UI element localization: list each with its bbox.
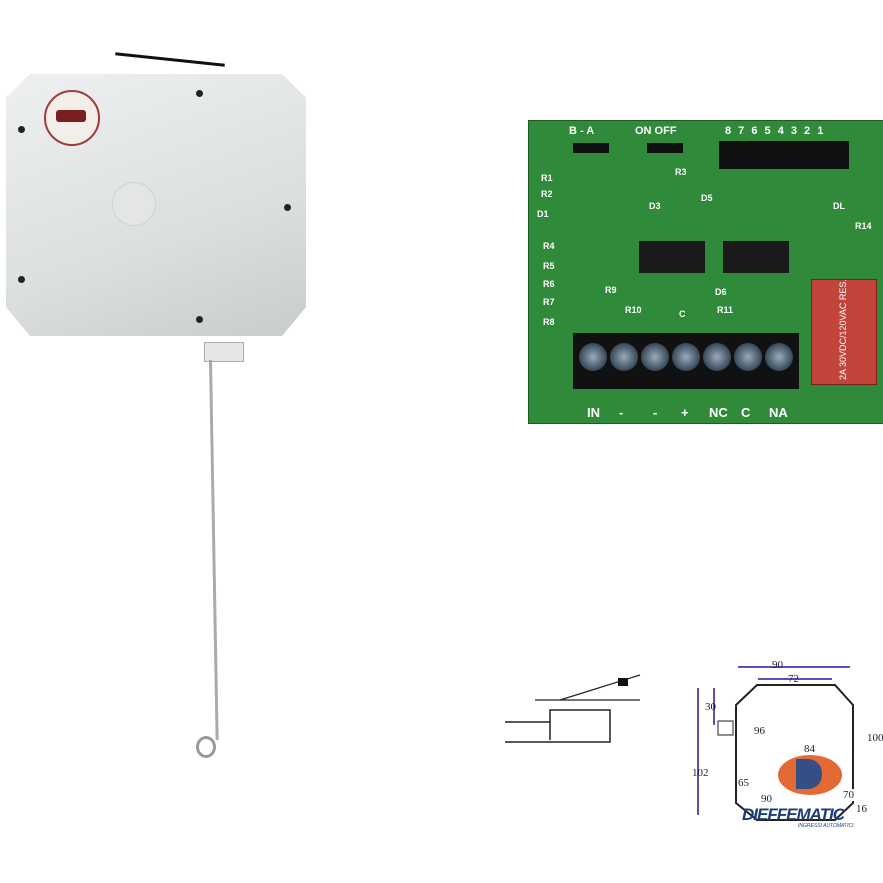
- label-d6: D6: [715, 287, 727, 297]
- terminal-screw: [703, 343, 731, 371]
- terminal-label-na: NA: [769, 405, 788, 420]
- terminal-label-minus: -: [619, 405, 624, 420]
- dim-65: 65: [738, 777, 749, 789]
- label-r5: R5: [543, 261, 555, 271]
- dim-90-center: 90: [760, 793, 773, 805]
- dim-102: 102: [692, 767, 709, 779]
- terminal-label-minus-2: -: [653, 405, 658, 420]
- dim-16: 16: [856, 803, 867, 815]
- jumper: [647, 143, 683, 153]
- label-dl: DL: [833, 201, 845, 211]
- antenna-ring-terminal: [196, 736, 216, 758]
- dip-label: 8 7 6 5 4 3 2 1: [725, 125, 826, 137]
- label-r8: R8: [543, 317, 555, 327]
- receiver-box: [6, 74, 306, 336]
- label-r11: R11: [717, 305, 734, 315]
- dimension-outline: [697, 666, 854, 821]
- logo-d: [796, 759, 822, 789]
- terminal-label-plus: +: [681, 405, 689, 420]
- terminal-screw: [734, 343, 762, 371]
- screw-hole: [196, 316, 203, 323]
- screw-hole: [18, 126, 25, 133]
- screw-hole: [18, 276, 25, 283]
- jumper-label-onoff: ON OFF: [635, 125, 677, 137]
- dim-90: 90: [772, 659, 783, 671]
- relay: 2A 30VDC/120VAC RES.: [811, 279, 877, 385]
- dimension-drawing: 90 72 30 96 84 102 65 100 16 70 90 DIEFF…: [690, 655, 883, 830]
- seal-logo: [56, 110, 86, 122]
- label-r3: R3: [675, 167, 687, 177]
- dim-72: 72: [788, 673, 799, 685]
- relay-rating: 2A 30VDC/120VAC RES.: [838, 279, 848, 380]
- terminal-label-c: C: [741, 405, 751, 420]
- dim-100: 100: [867, 732, 883, 744]
- knockout-circle: [112, 182, 156, 226]
- side-view-drawing: [505, 674, 641, 743]
- receiver-pcb: B - A ON OFF 8 7 6 5 4 3 2 1 R1 R2 D1 R3…: [528, 120, 883, 424]
- antenna-cable: [209, 359, 219, 740]
- screw-hole: [196, 90, 203, 97]
- logo-tagline: INGRESSI AUTOMATICI: [798, 823, 854, 829]
- screw-hole: [284, 204, 291, 211]
- terminal-screw: [610, 343, 638, 371]
- label-d3: D3: [649, 201, 661, 211]
- label-r14: R14: [855, 221, 872, 231]
- antenna-wire-top: [115, 52, 225, 67]
- brand-logo-mark: [778, 755, 842, 795]
- ic-chip: [639, 241, 705, 273]
- label-c: C: [679, 309, 686, 319]
- label-r9: R9: [605, 285, 617, 295]
- jumper: [573, 143, 609, 153]
- label-r6: R6: [543, 279, 555, 289]
- label-r10: R10: [625, 305, 642, 315]
- logo-name: DIEFFEMATIC: [742, 805, 845, 824]
- pin-header: [719, 141, 849, 169]
- terminal-screw: [579, 343, 607, 371]
- label-r1: R1: [541, 173, 553, 183]
- label-d1: D1: [537, 209, 549, 219]
- label-d5: D5: [701, 193, 713, 203]
- dim-70: 70: [842, 789, 855, 801]
- dim-96: 96: [754, 725, 765, 737]
- terminal-label-nc: NC: [709, 405, 728, 420]
- dim-84: 84: [804, 743, 815, 755]
- terminal-screw: [765, 343, 793, 371]
- dim-30: 30: [705, 701, 716, 713]
- terminal-screw: [641, 343, 669, 371]
- label-r7: R7: [543, 297, 555, 307]
- ic-chip: [723, 241, 789, 273]
- cable-gland: [204, 342, 244, 362]
- label-r4: R4: [543, 241, 555, 251]
- label-r2: R2: [541, 189, 553, 199]
- jumper-label-ba: B - A: [569, 125, 595, 137]
- brand-seal: [44, 90, 100, 146]
- terminal-screw: [672, 343, 700, 371]
- terminal-label-in: IN: [587, 405, 600, 420]
